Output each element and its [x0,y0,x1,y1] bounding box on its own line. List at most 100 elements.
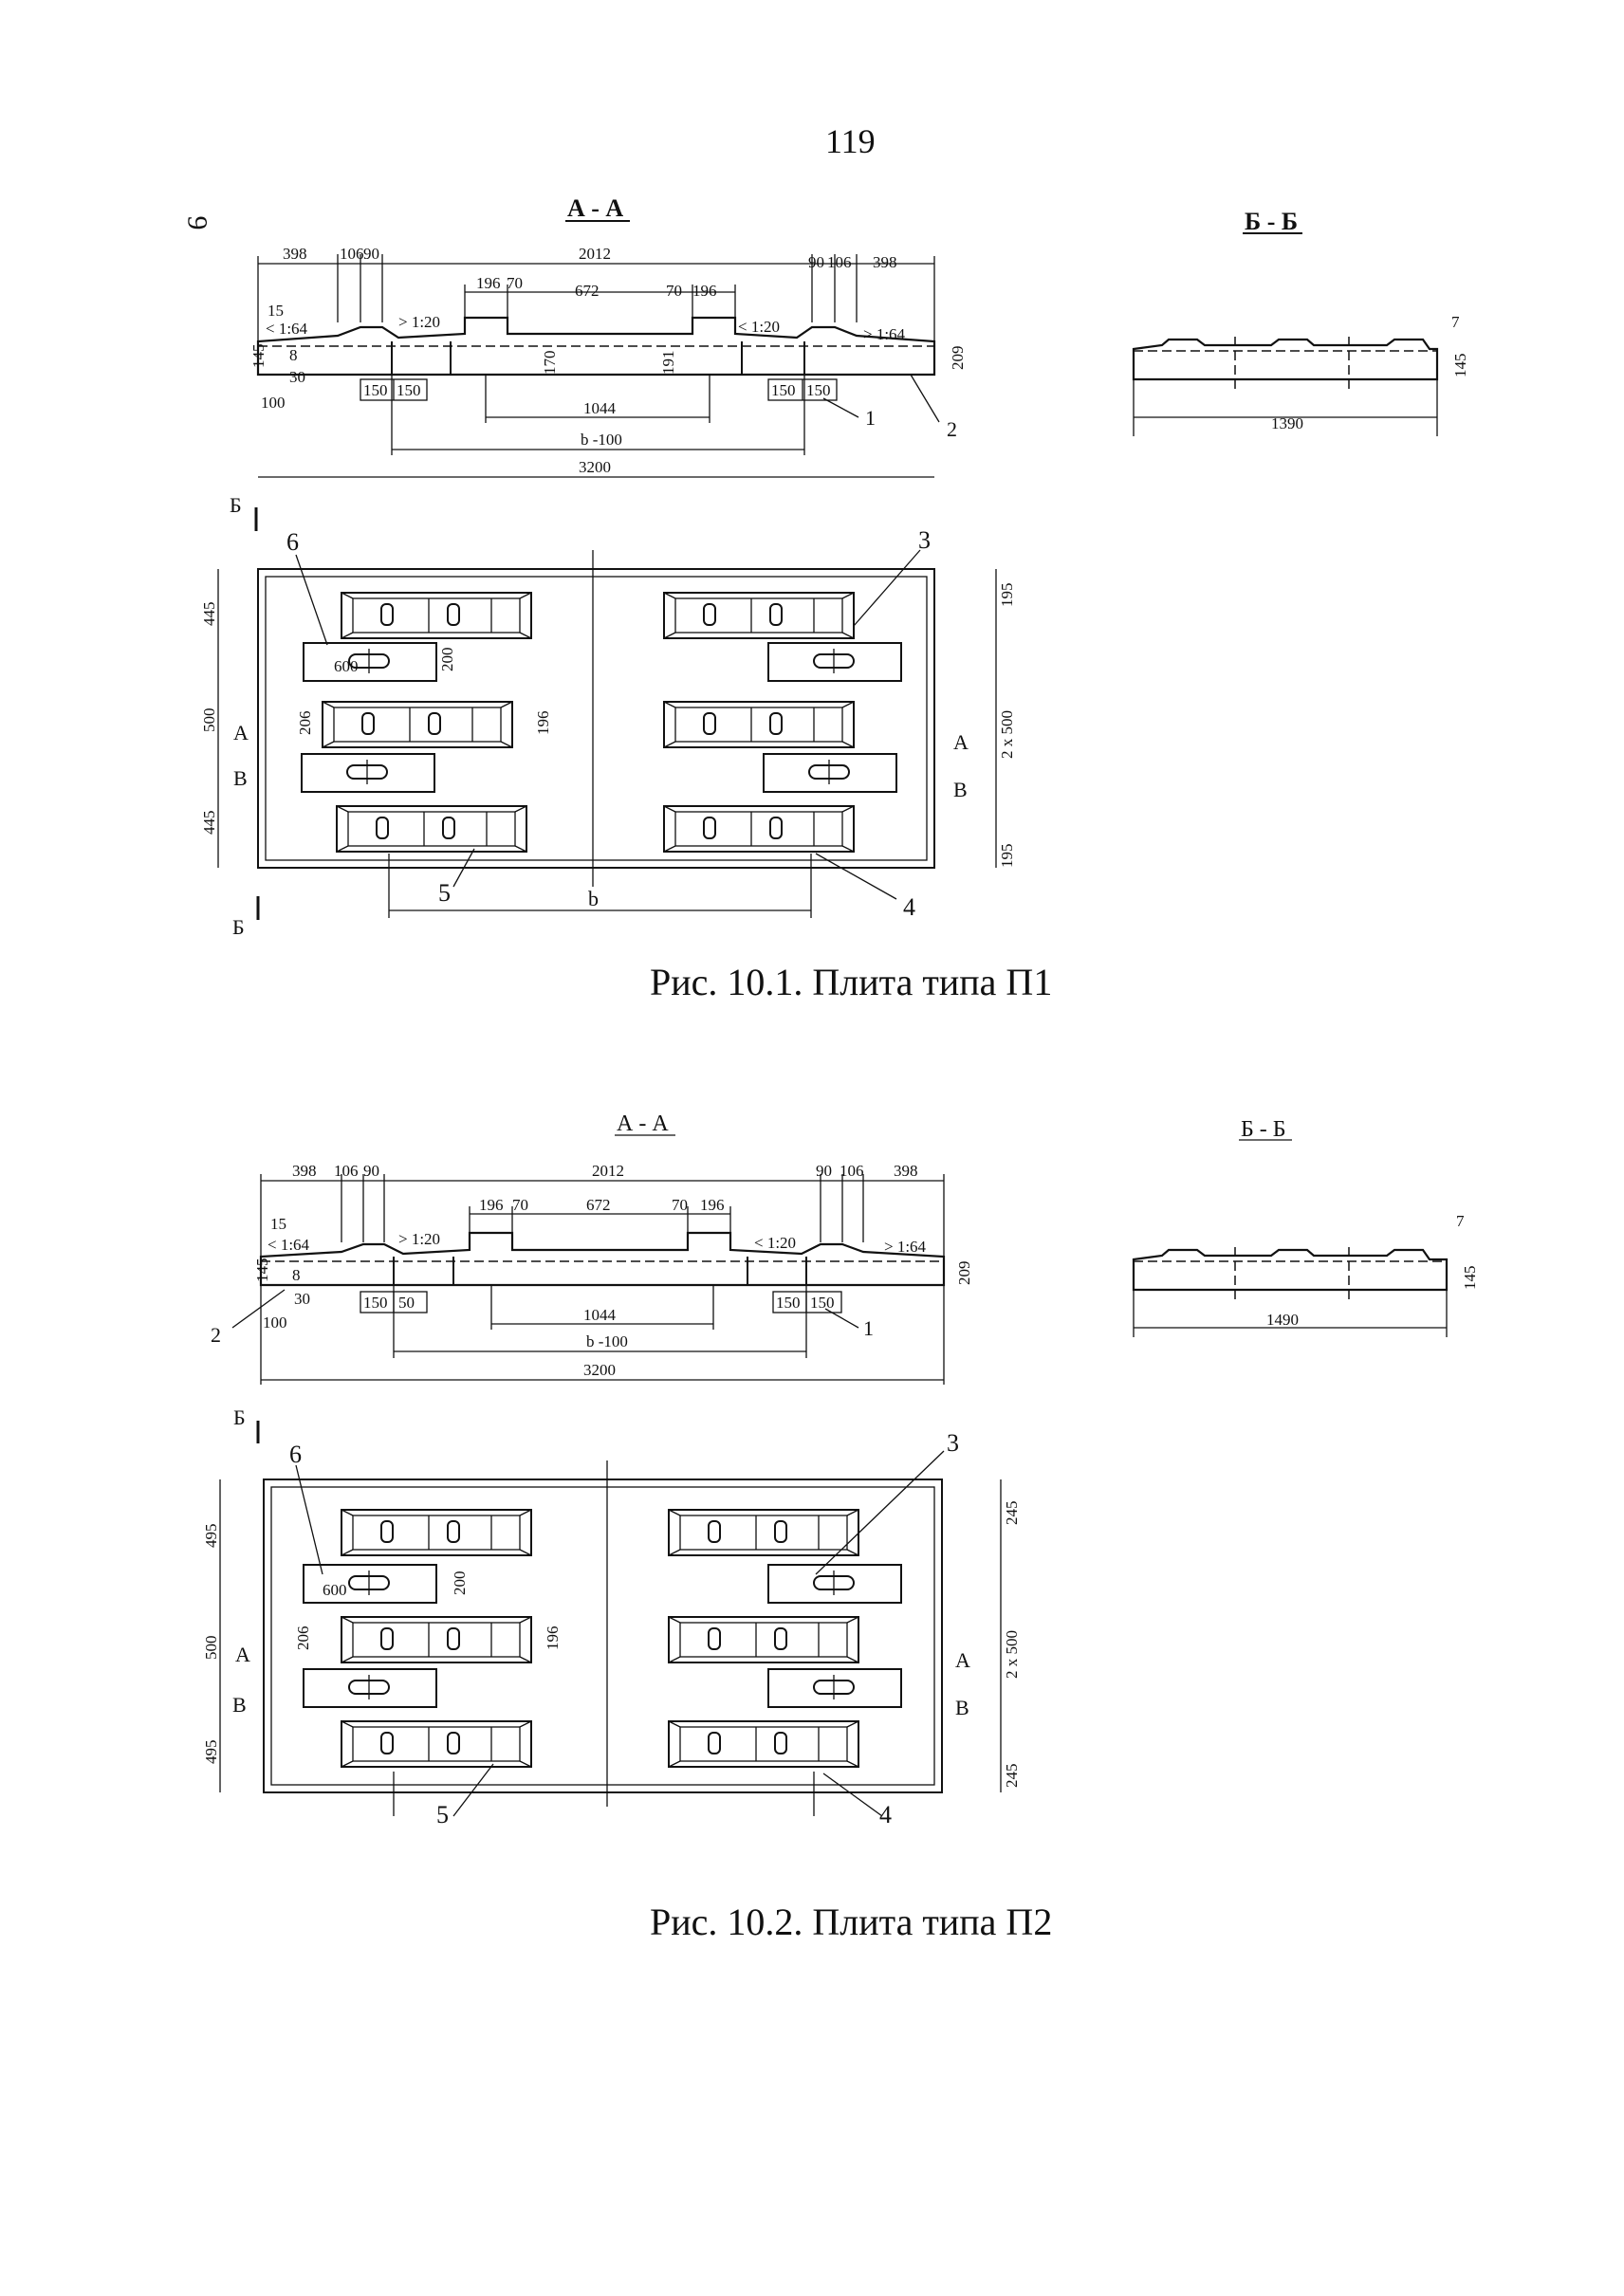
fig1-aa-title: А - А [567,194,623,222]
marker: А [235,1643,250,1666]
dim: 15 [270,1215,286,1233]
dim: 196 [476,274,501,292]
dim: 15 [268,302,284,320]
dim: 90 [363,245,379,263]
dim: 150 [363,1294,388,1312]
marker: В [232,1693,247,1717]
dim: 2 x 500 [1003,1630,1021,1679]
slope: < 1:20 [738,318,780,336]
dim: 106 [840,1162,864,1180]
slope: < 1:64 [268,1236,310,1254]
dim: 70 [666,282,682,300]
dim: 398 [283,245,307,263]
dim: 70 [672,1196,688,1214]
callout: 5 [436,1801,449,1828]
dim: 170 [541,351,559,376]
dim: 196 [479,1196,504,1214]
dim: 100 [261,394,286,412]
dim: 1490 [1266,1311,1299,1329]
dim: 445 [200,602,218,627]
figure-caption-2: Рис. 10.2. Плита типа П2 [650,1901,1053,1943]
dim: 2012 [592,1162,624,1180]
dim: 8 [289,346,298,364]
dim: 8 [292,1266,301,1284]
fig1-bb-title: Б - Б [1245,208,1298,235]
callout: 5 [438,879,451,907]
fig1-section-bb: Б - Б 1390 7 145 [1132,208,1469,436]
fig2-section-bb: Б - Б 1490 7 145 [1132,1117,1479,1337]
marker: В [955,1696,969,1719]
dim: 200 [438,648,456,672]
fig2-aa-title: А - А [617,1111,669,1136]
dim: 195 [998,583,1016,608]
dim: 150 [810,1294,835,1312]
dim: 600 [334,657,359,675]
dim: 30 [289,368,305,386]
dim: 2 x 500 [998,710,1016,759]
section-mark: Б [233,1405,246,1429]
marker: В [233,766,248,790]
dim: 150 [776,1294,801,1312]
dim: 1044 [583,399,617,417]
dim: 70 [512,1196,528,1214]
dim: 196 [692,282,717,300]
fig1-plan: Б Б 445 500 445 А В 195 2 x 500 195 А В … [200,493,1016,939]
dim: 3200 [583,1361,616,1379]
dim: 245 [1003,1501,1021,1526]
dim: 150 [363,381,388,399]
dim: 398 [894,1162,918,1180]
dim: b [588,887,599,910]
slope: > 1:64 [863,325,906,343]
dim: b -100 [581,431,622,449]
marker: А [233,721,249,744]
dim: 191 [659,351,677,376]
dim: 106 [334,1162,359,1180]
callout: 4 [879,1801,892,1828]
dim: 1390 [1271,414,1303,432]
dim: 206 [294,1626,312,1651]
slope: < 1:20 [754,1234,796,1252]
page-number: 119 [825,122,876,160]
callout: 6 [286,528,299,556]
dim: 495 [202,1740,220,1765]
slope: > 1:64 [884,1238,927,1256]
dim: 106 [827,253,852,271]
dim: 145 [253,1258,271,1283]
dim: 7 [1456,1212,1465,1230]
dim: 196 [534,711,552,736]
marker: В [953,778,968,801]
figure-caption-1: Рис. 10.1. Плита типа П1 [650,961,1053,1003]
marker: А [953,730,969,754]
dim: 70 [507,274,523,292]
callout: 3 [947,1429,959,1457]
fig1-section-aa: А - А 398 106 90 2012 90 106 398 196 70 … [249,194,967,478]
fig2-bb-title: Б - Б [1241,1117,1286,1142]
slope: < 1:64 [266,320,308,338]
dim: 196 [700,1196,725,1214]
dim: 2012 [579,245,611,263]
dim: 30 [294,1290,310,1308]
marker: А [955,1648,970,1672]
dim: 209 [955,1261,973,1286]
dim: b -100 [586,1332,628,1350]
callout: 3 [918,526,931,554]
callout: 2 [947,417,957,441]
dim: 500 [202,1636,220,1661]
callout: 1 [863,1316,874,1340]
dim: 398 [873,253,897,271]
dim: 145 [1461,1266,1479,1291]
dim: 200 [451,1571,469,1596]
fig2-section-aa: А - А 398 106 90 2012 90 106 398 196 70 … [211,1111,973,1385]
section-mark: Б [230,493,242,517]
dim: 150 [806,381,831,399]
fig2-plan: Б 495 500 495 А В 245 2 x 500 245 А В 60… [202,1405,1021,1828]
dim: 145 [1451,354,1469,378]
dim: 1044 [583,1306,617,1324]
section-mark: Б [232,915,245,939]
callout: 6 [289,1441,302,1468]
dim: 445 [200,811,218,836]
dim: 600 [323,1581,347,1599]
dim: 672 [586,1196,611,1214]
dim: 3200 [579,458,611,476]
